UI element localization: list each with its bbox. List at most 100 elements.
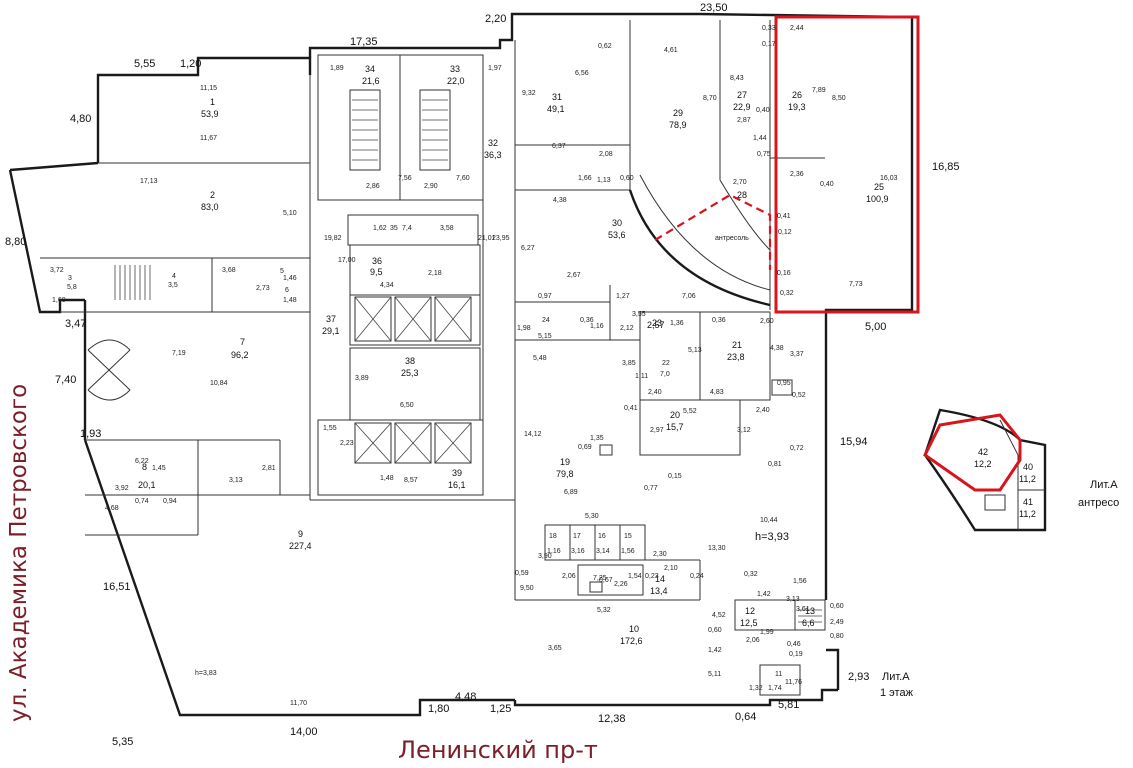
room-no: 26 xyxy=(792,90,802,100)
room-labels: 1 53,9 2 83,0 3 5,8 4 3,5 5 1,46 6 1,48 … xyxy=(67,64,1036,692)
dimension: 5,55 xyxy=(134,58,155,70)
room-area: 3,14 xyxy=(596,548,610,555)
dimension: 0,36 xyxy=(580,317,594,324)
dimension: 2,81 xyxy=(262,465,276,472)
room-area: 9,5 xyxy=(370,267,383,277)
dimension: 1,55 xyxy=(323,425,337,432)
dimension: 5,48 xyxy=(533,355,547,362)
room-area: 20,1 xyxy=(138,480,156,490)
dimension: 0,60 xyxy=(830,603,844,610)
dimension: 0,80 xyxy=(830,633,844,640)
room-area: 83,0 xyxy=(201,202,219,212)
dimension: 7,06 xyxy=(682,293,696,300)
room-area: 22,0 xyxy=(447,76,465,86)
dimension: 1,60 xyxy=(52,297,66,304)
dimension: 1,56 xyxy=(793,578,807,585)
interior-walls xyxy=(40,20,826,696)
room-area: 53,6 xyxy=(608,230,626,240)
room-no: 1 xyxy=(210,97,215,107)
dimension: 0,46 xyxy=(787,641,801,648)
dimension: 16,51 xyxy=(103,581,131,593)
dimension: 3,37 xyxy=(790,351,804,358)
dimension: 8,50 xyxy=(832,95,846,102)
dimension: 0,41 xyxy=(624,405,638,412)
dimension: 4,34 xyxy=(380,282,394,289)
dimension: 2,93 xyxy=(848,671,869,683)
street-bottom: Ленинский пр-т xyxy=(398,736,598,764)
dimension: 0,33 xyxy=(762,25,776,32)
dimension: 2,49 xyxy=(830,619,844,626)
room-area: 3,16 xyxy=(571,548,585,555)
ground-floor-lit: Лит.А xyxy=(882,671,910,683)
dimension: 2,73 xyxy=(256,285,270,292)
dimension: 3,85 xyxy=(622,360,636,367)
room-area: 79,8 xyxy=(556,469,574,479)
room-area: 53,9 xyxy=(201,109,219,119)
dimension: 3,72 xyxy=(50,267,64,274)
room-no: 23 xyxy=(652,318,662,328)
dimension: 1,93 xyxy=(80,428,101,440)
dimension: 2,70 xyxy=(733,179,747,186)
dimension: 5,00 xyxy=(865,321,886,333)
room-area: 11,2 xyxy=(1019,474,1036,484)
room-no: 11 xyxy=(775,671,782,678)
dimension: 4,80 xyxy=(70,113,91,125)
dimension: 5,11 xyxy=(708,671,721,678)
dimension: 4,68 xyxy=(105,505,119,512)
dimension: 0,32 xyxy=(744,571,758,578)
dimension: 2,86 xyxy=(366,183,380,190)
dimension: 0,40 xyxy=(756,107,770,114)
room-no: 24 xyxy=(542,317,550,324)
room-area: 1,74 xyxy=(768,685,782,692)
dimension: 0,67 xyxy=(599,577,613,584)
room-no: 38 xyxy=(405,356,415,366)
room-area: 7,0 xyxy=(660,371,670,378)
dimension: 4,48 xyxy=(455,691,476,703)
dimension: 0,74 xyxy=(135,498,149,505)
dimension: 1,80 xyxy=(428,703,449,715)
dimension: 2,10 xyxy=(664,565,678,572)
dimension: 1,98 xyxy=(517,325,531,332)
room-no: 40 xyxy=(1023,462,1033,472)
room-no: 39 xyxy=(452,468,462,478)
room-no: 35 xyxy=(390,225,398,232)
room-area: 1,48 xyxy=(283,297,297,304)
mezzanine-word: антресоль xyxy=(715,235,749,242)
dimension: 16,03 xyxy=(880,175,898,182)
dimension: 0,15 xyxy=(668,473,682,480)
dimension: 16,85 xyxy=(932,161,960,173)
room-area: 21,6 xyxy=(362,76,380,86)
dimension: 2,67 xyxy=(567,272,581,279)
dimension: 1,16 xyxy=(590,323,604,330)
room-area: 96,2 xyxy=(231,350,249,360)
dimension: 0,69 xyxy=(578,444,592,451)
dimension: 2,60 xyxy=(760,318,774,325)
dimension: 14,12 xyxy=(524,431,542,438)
room-no: 25 xyxy=(874,182,884,192)
room-no: 8 xyxy=(142,462,147,472)
dimension: 2,97 xyxy=(650,427,664,434)
dimension: 0,12 xyxy=(778,229,792,236)
dimension: 5,32 xyxy=(597,607,611,614)
dimension: 0,81 xyxy=(768,461,782,468)
room-no: 3 xyxy=(68,275,72,282)
dimension: 14,00 xyxy=(290,726,318,738)
dimension: 3,47 xyxy=(65,318,86,330)
dimension: h=3,83 xyxy=(195,670,217,677)
room-area: 15,7 xyxy=(666,422,684,432)
dimension: 3,13 xyxy=(786,596,800,603)
dimension: 2,87 xyxy=(737,117,751,124)
dimension: 11,15 xyxy=(200,85,217,92)
dimension: 6,27 xyxy=(521,245,535,252)
room-no: 18 xyxy=(549,533,557,540)
room-area: 2,57 xyxy=(647,320,665,330)
dimension: 13,30 xyxy=(708,545,726,552)
dimension: 7,40 xyxy=(55,374,76,386)
dimension: 0,17 xyxy=(762,41,776,48)
dimension: 0,97 xyxy=(538,293,552,300)
dimension: 0,95 xyxy=(777,380,791,387)
room-area: 1,46 xyxy=(283,275,297,282)
dimension: 0,36 xyxy=(712,317,726,324)
room-no: 31 xyxy=(552,92,562,102)
stairs xyxy=(114,99,822,623)
